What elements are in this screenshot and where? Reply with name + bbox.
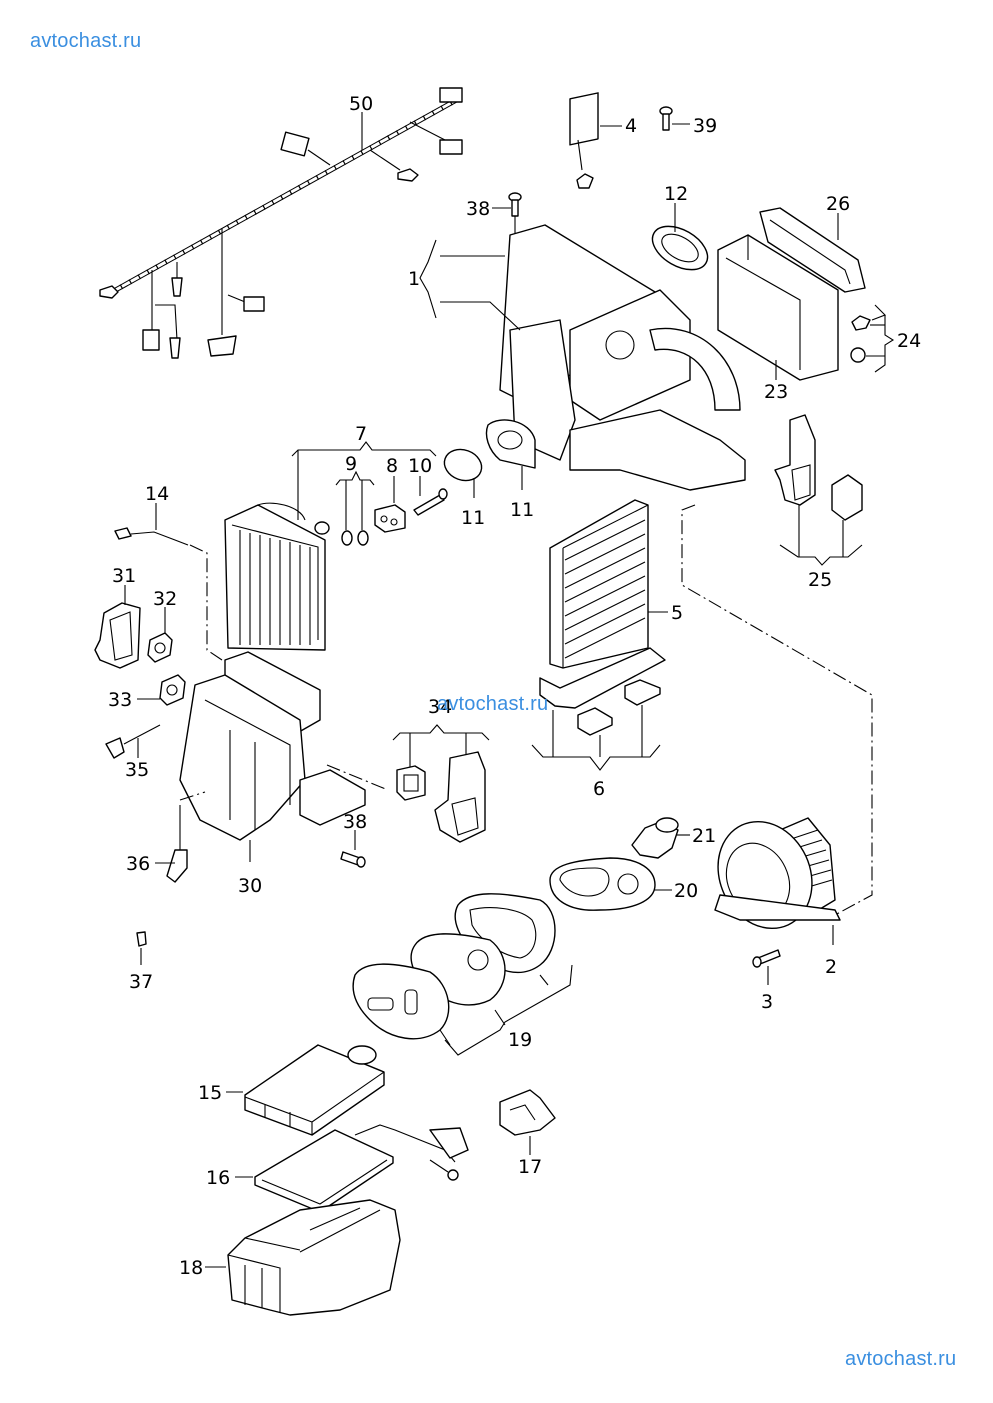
callout-36: 36	[126, 853, 150, 875]
callout-50: 50	[349, 93, 373, 115]
watermark-middle: avtochast.ru	[437, 693, 549, 715]
callout-34: 34	[428, 696, 452, 718]
housing-1-part[interactable]	[499, 224, 746, 491]
callout-12: 11	[510, 499, 534, 521]
leader-line	[345, 480, 363, 530]
callout-15: 15	[198, 1082, 222, 1104]
callout-13: 12	[664, 183, 688, 205]
filter-retainer-6-part[interactable]	[539, 647, 666, 736]
callout-38-mid: 38	[343, 811, 367, 833]
expansion-valve-8-part[interactable]	[374, 504, 406, 533]
heater-box-30-part[interactable]	[179, 651, 366, 841]
sensor-4-part[interactable]	[569, 92, 599, 189]
callout-5: 5	[671, 602, 683, 624]
callout-11: 11	[461, 507, 485, 529]
module-34-part[interactable]	[396, 751, 486, 843]
callout-1: 1	[408, 268, 420, 290]
gasket-26-part[interactable]	[759, 207, 866, 293]
leader-line	[439, 974, 549, 1046]
screw-39-part[interactable]	[659, 106, 673, 131]
module-25-part[interactable]	[774, 414, 863, 521]
actuator-33-part[interactable]	[159, 674, 186, 706]
sensor-14-part[interactable]	[114, 527, 189, 546]
flaps-24-part[interactable]	[850, 315, 871, 363]
callout-19: 19	[508, 1029, 532, 1051]
callout-6: 6	[593, 778, 605, 800]
callout-4: 4	[625, 115, 637, 137]
sensor-35-part[interactable]	[105, 724, 161, 759]
assembly-line	[189, 544, 223, 661]
brace	[419, 239, 437, 319]
heater-element-16-part[interactable]	[254, 1124, 469, 1213]
leader-line	[409, 733, 467, 770]
brace	[335, 470, 375, 486]
watermark-bottom: avtochast.ru	[845, 1348, 957, 1370]
seal-20-part[interactable]	[549, 857, 656, 911]
callout-23: 23	[764, 381, 788, 403]
brace	[874, 315, 895, 373]
callout-35: 35	[125, 759, 149, 781]
seal-13-part[interactable]	[645, 217, 715, 278]
callout-31: 31	[112, 565, 136, 587]
callout-14: 14	[145, 483, 169, 505]
assembly-line	[681, 504, 873, 916]
evaporator-7-part[interactable]	[224, 502, 330, 651]
callout-16: 16	[206, 1167, 230, 1189]
callout-3: 3	[761, 991, 773, 1013]
callout-8: 8	[386, 455, 398, 477]
brace	[392, 724, 490, 741]
heater-core-15-part[interactable]	[244, 1044, 385, 1136]
assembly-line	[326, 764, 389, 791]
callout-21: 21	[692, 825, 716, 847]
leader-line	[440, 301, 521, 331]
connector-17-part[interactable]	[499, 1089, 556, 1136]
callout-7: 7	[355, 423, 367, 445]
watermark-top: avtochast.ru	[30, 30, 142, 52]
bracket-31-part[interactable]	[94, 602, 141, 669]
callout-37: 37	[129, 971, 153, 993]
screw-38-mid-part[interactable]	[340, 851, 366, 868]
o-rings-9-part[interactable]	[341, 530, 369, 546]
callout-32: 32	[153, 588, 177, 610]
callout-24: 24	[897, 330, 921, 352]
gasket-12-part[interactable]	[485, 419, 536, 469]
callout-39: 39	[693, 115, 717, 137]
callout-10: 10	[408, 455, 432, 477]
callout-17: 17	[518, 1156, 542, 1178]
callout-18: 18	[179, 1257, 203, 1279]
screw-3-part[interactable]	[752, 949, 781, 968]
pipe-21-part[interactable]	[631, 817, 679, 859]
bolt-10-part[interactable]	[413, 488, 448, 516]
callout-26: 26	[826, 193, 850, 215]
callout-9: 9	[345, 453, 357, 475]
lower-housing-18-part[interactable]	[227, 1199, 401, 1316]
pollen-filter-5-part[interactable]	[549, 499, 649, 669]
brace	[531, 744, 661, 771]
callout-38-top: 38	[466, 198, 490, 220]
assembly-line	[179, 791, 206, 801]
sensor-36-part[interactable]	[166, 805, 188, 883]
brace	[779, 544, 863, 566]
callout-2: 2	[825, 956, 837, 978]
actuator-32-part[interactable]	[147, 632, 173, 663]
callout-25: 25	[808, 569, 832, 591]
cap-11-part[interactable]	[440, 444, 486, 485]
brace	[444, 964, 573, 1056]
callout-20: 20	[674, 880, 698, 902]
air-box-23-part[interactable]	[717, 234, 839, 381]
seals-19-part[interactable]	[352, 893, 556, 1040]
wiring-harness-part[interactable]	[99, 87, 463, 359]
callout-30: 30	[238, 875, 262, 897]
leader-line	[798, 505, 844, 557]
leader-line	[552, 705, 643, 757]
brace	[871, 304, 886, 321]
blower-motor-2-part[interactable]	[701, 806, 841, 944]
callout-33: 33	[108, 689, 132, 711]
clip-37-part[interactable]	[136, 931, 147, 947]
